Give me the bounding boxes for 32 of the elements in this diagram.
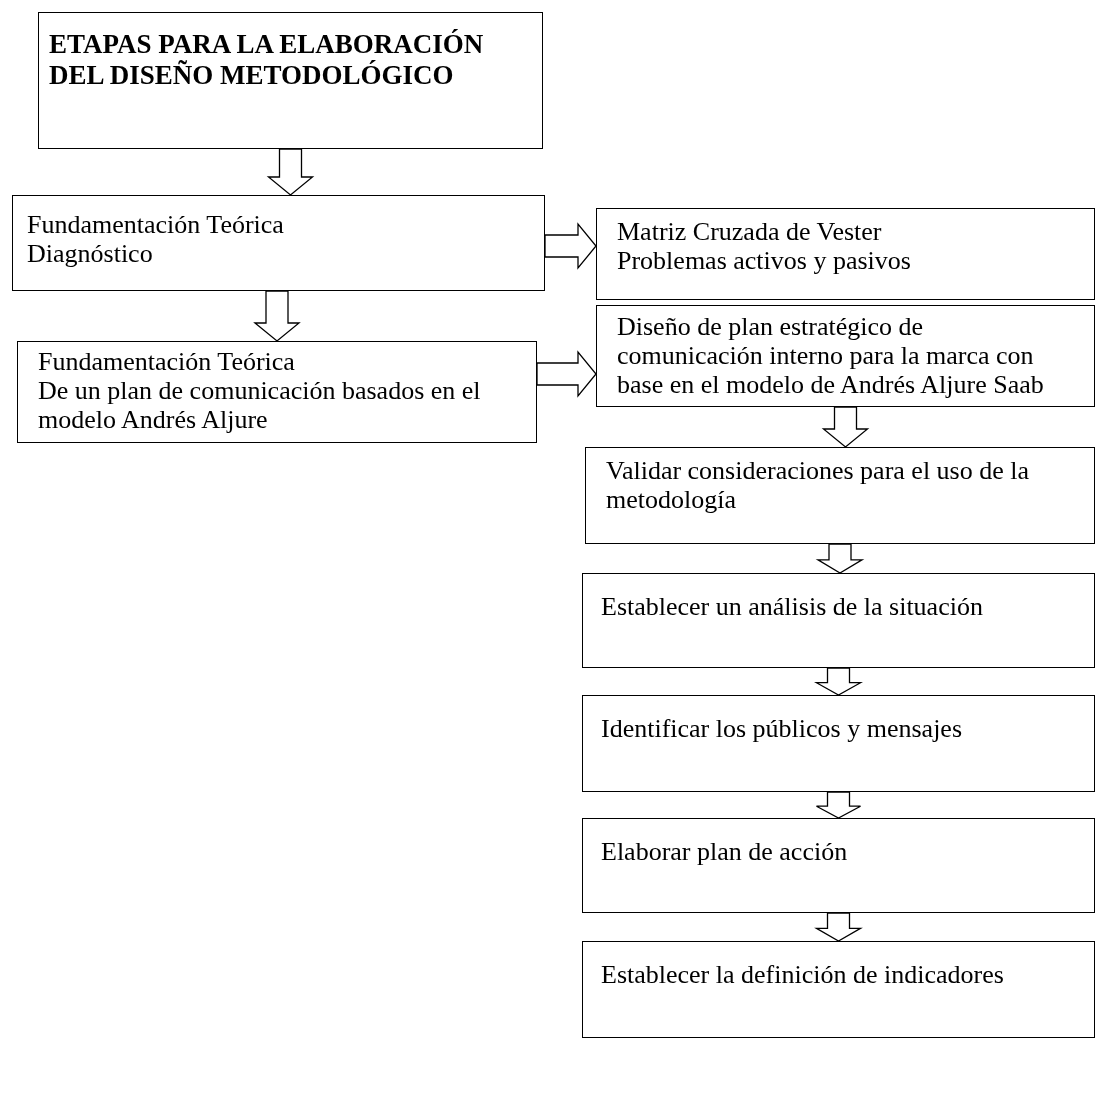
process-box (582, 573, 1095, 668)
step-text: Validar consideraciones para el uso de la metodología (606, 456, 1031, 515)
process-box (582, 695, 1095, 792)
process-box (582, 818, 1095, 913)
step-text: Matriz Cruzada de Vester (617, 217, 883, 247)
block-arrow (253, 290, 301, 342)
process-box (12, 195, 545, 291)
step-text: Problemas activos y pasivos (617, 246, 912, 276)
step-text: Establecer la definición de indicadores (601, 960, 1005, 990)
process-box (596, 208, 1095, 300)
step-text: Fundamentación Teórica (38, 347, 296, 377)
block-arrow (814, 667, 863, 696)
title-text: ETAPAS PARA LA ELABORACIÓN DEL DISEÑO METODOLÓGICO (49, 29, 485, 92)
block-arrow (536, 350, 597, 398)
step-text: Identificar los públicos y mensajes (601, 714, 964, 744)
process-box (585, 447, 1095, 544)
step-text: Elaborar plan de acción (601, 837, 849, 867)
block-arrow (544, 222, 597, 270)
process-box (596, 305, 1095, 407)
process-box (582, 941, 1095, 1038)
process-box (17, 341, 537, 443)
step-text: Establecer un análisis de la situación (601, 592, 984, 622)
block-arrow (814, 912, 863, 942)
block-arrow (821, 406, 870, 448)
block-arrow (266, 148, 315, 196)
block-arrow (815, 791, 862, 819)
step-text: Fundamentación Teórica (27, 210, 285, 240)
step-text: Diseño de plan estratégico de comunicación interno para la marca con base en el modelo de Andrés Aljure Saab (617, 312, 1045, 400)
step-text: Diagnóstico (27, 239, 154, 269)
step-text: De un plan de comunicación basados en el modelo Andrés Aljure (38, 376, 482, 435)
title-box (38, 12, 543, 149)
block-arrow (815, 543, 865, 574)
